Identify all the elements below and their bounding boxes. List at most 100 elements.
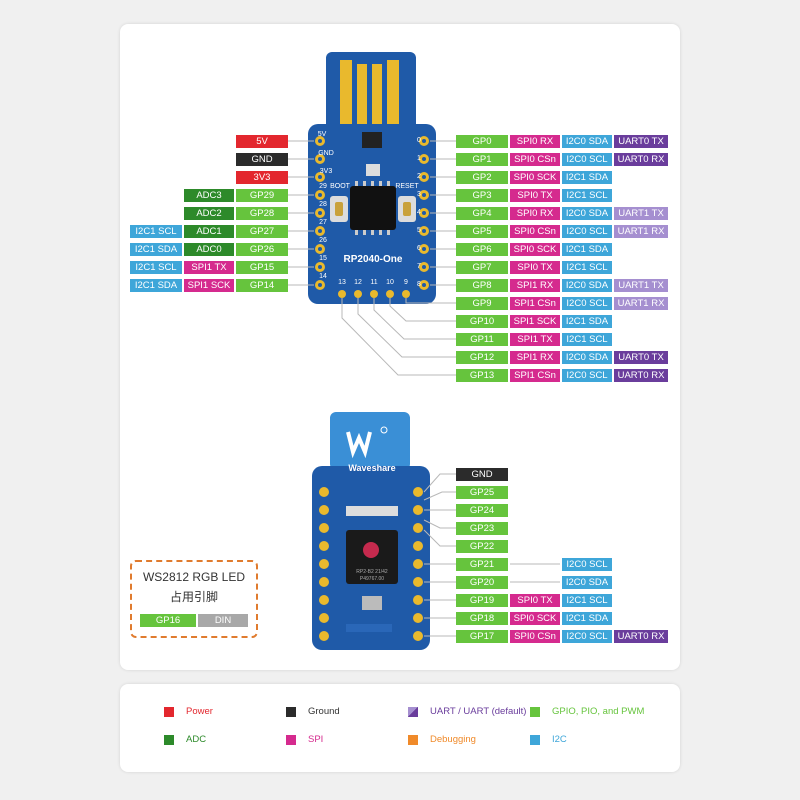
- pin-number: 1: [417, 155, 421, 162]
- pin-tag-i2c0-scl: I2C0 SCL: [562, 225, 612, 238]
- pin-tag-gp19: GP19: [456, 594, 508, 607]
- legend-swatch: [164, 735, 174, 745]
- pin-tag-gp27: GP27: [236, 225, 288, 238]
- pin-3v3-silk: 3V3: [319, 168, 333, 175]
- pin-tag-gp11: GP11: [456, 333, 508, 346]
- back-board: [312, 412, 430, 650]
- pin-tag-spi0-tx: SPI0 TX: [510, 261, 560, 274]
- leader-lines: [288, 140, 560, 637]
- legend-swatch: [164, 707, 174, 717]
- legend-panel: [120, 684, 680, 772]
- legend-label: SPI: [308, 734, 324, 745]
- pin-tag-gp3: GP3: [456, 189, 508, 202]
- pin-number: 28: [319, 201, 327, 208]
- reset-label: RESET: [395, 183, 419, 190]
- legend-label: ADC: [186, 734, 207, 745]
- pin-tag-i2c1-sda: I2C1 SDA: [562, 171, 612, 184]
- front-board: [308, 52, 436, 304]
- pin-tag-spi0-sck: SPI0 SCK: [510, 243, 560, 256]
- pin-number: 2: [417, 173, 421, 180]
- pin-tag-gp0: GP0: [456, 135, 508, 148]
- pin-tag-i2c0-sda: I2C0 SDA: [562, 207, 612, 220]
- pin-tag-gp17: GP17: [456, 630, 508, 643]
- legend-label: Ground: [308, 706, 340, 717]
- pin-tag-gp7: GP7: [456, 261, 508, 274]
- pin-tag-i2c0-scl: I2C0 SCL: [562, 297, 612, 310]
- pin-tag-spi1-rx: SPI1 RX: [510, 351, 560, 364]
- pin-tag-i2c1-sda: I2C1 SDA: [130, 279, 182, 292]
- pin-number: 4: [417, 209, 421, 216]
- pin-tag-spi1-sck: SPI1 SCK: [184, 279, 234, 292]
- pin-tag-spi1-rx: SPI1 RX: [510, 279, 560, 292]
- pin-number: 0: [417, 137, 421, 144]
- pin-number: 29: [319, 183, 327, 190]
- legend-swatch: [530, 707, 540, 717]
- ws2812-din: DIN: [198, 614, 248, 627]
- legend-swatch: [286, 707, 296, 717]
- pin-tag-i2c1-scl: I2C1 SCL: [130, 225, 182, 238]
- legend-swatch: [408, 735, 418, 745]
- pin-tag-spi0-rx: SPI0 RX: [510, 207, 560, 220]
- pin-tag-i2c1-sda: I2C1 SDA: [562, 612, 612, 625]
- legend-label: GPIO, PIO, and PWM: [552, 706, 645, 717]
- pin-number: 6: [417, 245, 421, 252]
- chip-text-1: RP2-B2 21/42: [356, 569, 388, 575]
- pin-tag-uart1-rx: UART1 RX: [614, 297, 668, 310]
- pin-tag-adc0: ADC0: [184, 243, 234, 256]
- pin-tag-i2c0-scl: I2C0 SCL: [562, 369, 612, 382]
- pin-number: 5: [417, 227, 421, 234]
- pin-tag-gp6: GP6: [456, 243, 508, 256]
- pin-tag-gp2: GP2: [456, 171, 508, 184]
- pin-tag-i2c0-sda: I2C0 SDA: [562, 576, 612, 589]
- pin-tag-uart1-tx: UART1 TX: [614, 279, 668, 292]
- pin-tag-gp18: GP18: [456, 612, 508, 625]
- pin-tag-i2c1-scl: I2C1 SCL: [562, 333, 612, 346]
- boot-label: BOOT: [330, 183, 350, 190]
- pin-tag-gp15: GP15: [236, 261, 288, 274]
- pin-tag-gp26: GP26: [236, 243, 288, 256]
- pin-tag-gnd: GND: [456, 468, 508, 481]
- pin-tag-gp10: GP10: [456, 315, 508, 328]
- pin-number: 7: [417, 263, 421, 270]
- pin-tag-adc3: ADC3: [184, 189, 234, 202]
- pin-tag-spi1-csn: SPI1 CSn: [510, 369, 560, 382]
- pin-tag-gp9: GP9: [456, 297, 508, 310]
- pin-tag-gp29: GP29: [236, 189, 288, 202]
- pin-tag-i2c0-scl: I2C0 SCL: [562, 153, 612, 166]
- pin-tag-gp12: GP12: [456, 351, 508, 364]
- pin-number: 3: [417, 191, 421, 198]
- pin-tag-i2c1-sda: I2C1 SDA: [562, 243, 612, 256]
- pin-tag-spi0-csn: SPI0 CSn: [510, 225, 560, 238]
- pin-number: 11: [370, 279, 378, 286]
- pin-tag-spi1-sck: SPI1 SCK: [510, 315, 560, 328]
- pin-tag-spi0-csn: SPI0 CSn: [510, 630, 560, 643]
- legend-swatch: [286, 735, 296, 745]
- pin-tag-uart1-rx: UART1 RX: [614, 225, 668, 238]
- pin-tag-i2c0-scl: I2C0 SCL: [562, 630, 612, 643]
- pin-tag-i2c1-scl: I2C1 SCL: [562, 261, 612, 274]
- pin-tag-adc2: ADC2: [184, 207, 234, 220]
- pin-tag-uart1-tx: UART1 TX: [614, 207, 668, 220]
- pin-tag-i2c1-scl: I2C1 SCL: [562, 594, 612, 607]
- pin-number: 15: [319, 255, 327, 262]
- pin-tag-i2c0-scl: I2C0 SCL: [562, 558, 612, 571]
- ws2812-title: WS2812 RGB LED: [142, 570, 246, 584]
- pin-tag-uart0-rx: UART0 RX: [614, 153, 668, 166]
- pin-tag-gp4: GP4: [456, 207, 508, 220]
- pin-tag-spi1-csn: SPI1 CSn: [510, 297, 560, 310]
- pin-tag-gp20: GP20: [456, 576, 508, 589]
- power-tag-5v: 5V: [236, 135, 288, 148]
- legend-swatch: [530, 735, 540, 745]
- pin-tag-gp23: GP23: [456, 522, 508, 535]
- pin-5v-silk: 5V: [317, 131, 327, 138]
- pin-tag-i2c0-sda: I2C0 SDA: [562, 135, 612, 148]
- pin-number: 26: [319, 237, 327, 244]
- pin-tag-i2c1-sda: I2C1 SDA: [562, 315, 612, 328]
- power-tag-3v3: 3V3: [236, 171, 288, 184]
- ws2812-box: WS2812 RGB LED 占用引脚 GP16 DIN: [130, 560, 258, 638]
- pin-number: 9: [404, 279, 408, 286]
- pin-tag-uart0-tx: UART0 TX: [614, 351, 668, 364]
- pin-tag-i2c1-sda: I2C1 SDA: [130, 243, 182, 256]
- pin-tag-spi0-sck: SPI0 SCK: [510, 171, 560, 184]
